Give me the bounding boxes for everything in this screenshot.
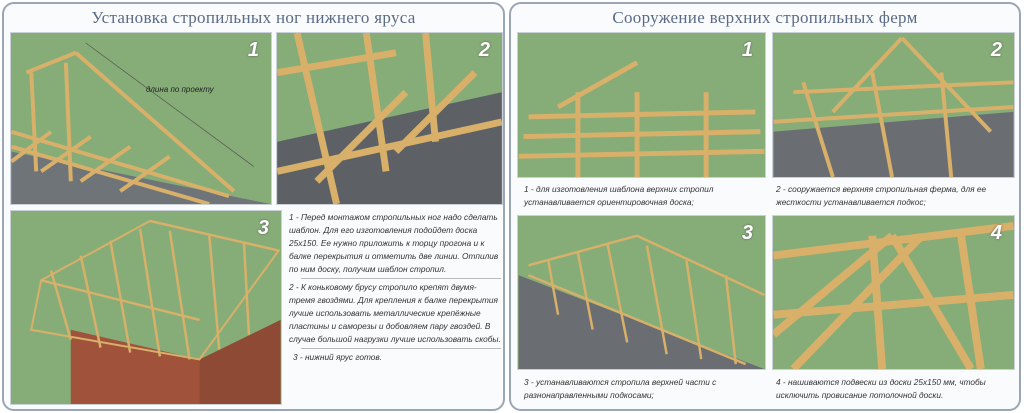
left-steps: 1 - Перед монтажом стропильных ног надо … [289, 211, 501, 364]
step-3: 3 - нижний ярус готов. [293, 352, 383, 362]
divider [301, 348, 501, 349]
divider [301, 278, 501, 279]
length-label: длина по проекту [146, 85, 214, 94]
right-image-2: 2 [772, 32, 1015, 178]
image-number: 2 [990, 39, 1002, 61]
step-1: 1 - Перед монтажом стропильных ног надо … [289, 212, 499, 274]
image-number: 2 [478, 39, 490, 61]
step-2: 2 - К коньковому брусу стропило крепят д… [289, 282, 501, 344]
image-number: 1 [741, 39, 753, 61]
image-number: 4 [990, 222, 1002, 244]
right-caption-1: 1 - для изготовления шаблона верхних стр… [524, 184, 714, 207]
image-number: 1 [247, 39, 259, 61]
right-image-1: 1 [517, 32, 766, 178]
image-number: 3 [741, 222, 753, 244]
right-image-4: 4 [772, 215, 1015, 370]
right-caption-4: 4 - нашиваются подвески из доски 25х150 … [776, 377, 986, 400]
left-image-1: длина по проекту 1 [10, 32, 272, 205]
left-title: Установка стропильных ног нижнего яруса [91, 8, 416, 27]
left-image-2: 2 [276, 32, 503, 205]
right-image-3: 3 [517, 215, 766, 370]
image-number: 3 [257, 217, 269, 239]
right-caption-2: 2 - сооружается верхняя стропильная ферм… [776, 184, 987, 207]
right-caption-3: 3 - устанавливаются стропила верхней час… [524, 377, 717, 400]
left-image-3: 3 [10, 210, 282, 405]
right-title: Сооружение верхних стропильных ферм [612, 8, 918, 27]
